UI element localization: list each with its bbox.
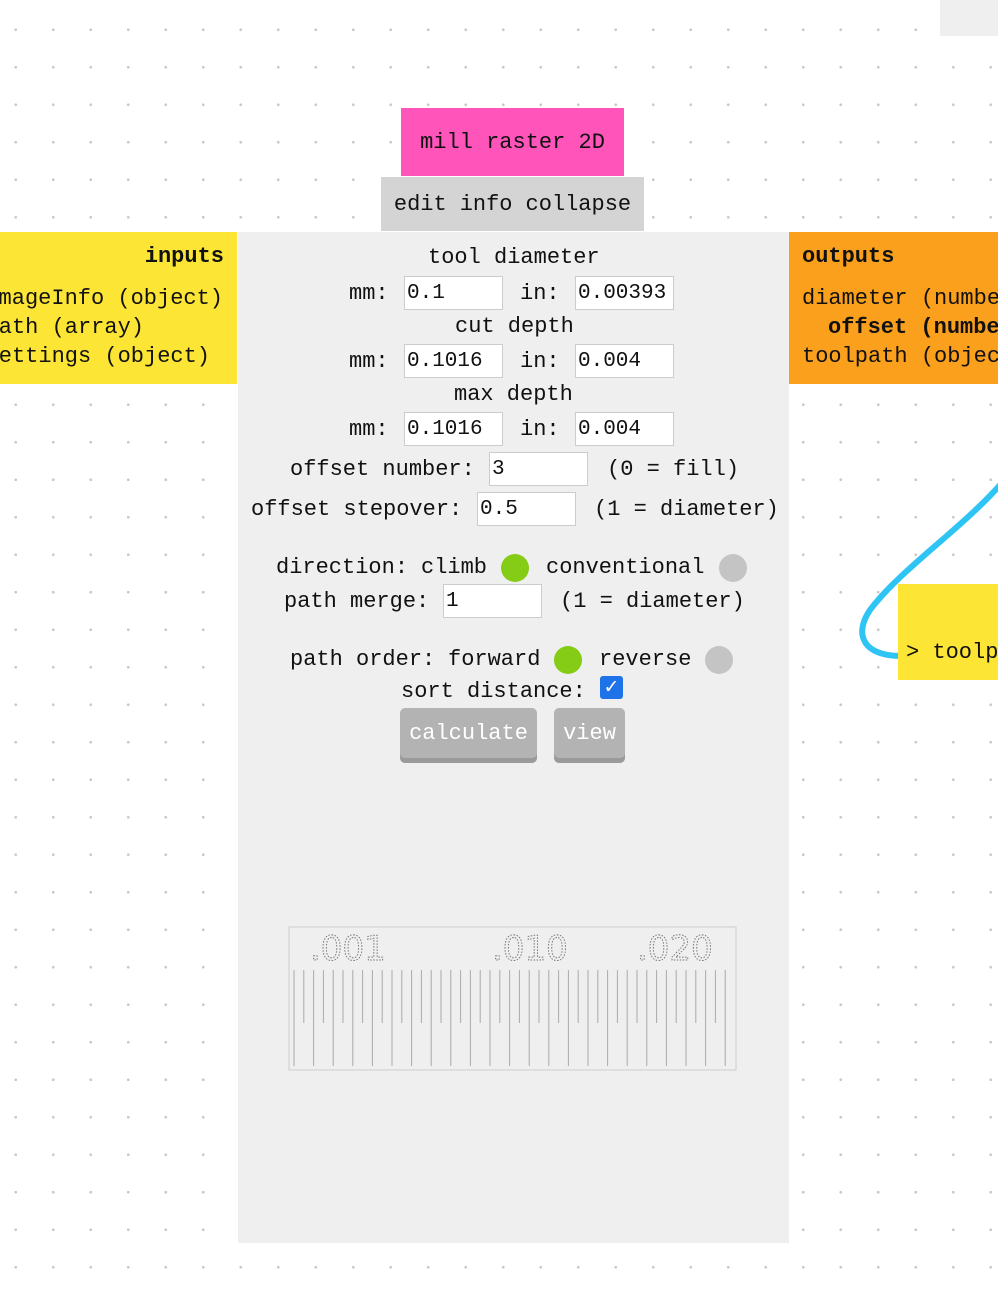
preview-label-020: .020 [637,929,713,969]
tool-diameter-label: tool diameter [428,245,600,270]
preview-label-010: .010 [492,929,568,969]
path-merge-hint: (1 = diameter) [560,589,745,614]
path-merge-label: path merge: [284,589,430,614]
output-port-toolpath[interactable]: toolpath (object) [802,344,998,369]
sort-distance-checkbox[interactable]: ✓ [600,676,623,699]
direction-climb-label: climb [421,555,488,580]
outputs-header: outputs [802,244,895,269]
max-depth-in-label: in: [520,417,560,442]
offset-stepover-hint: (1 = diameter) [594,497,779,522]
path-order-reverse-label: reverse [599,647,692,672]
cut-depth-in-label: in: [520,349,560,374]
path-order-forward-label: forward [448,647,541,672]
calculate-button[interactable]: calculate [400,708,537,758]
info-button[interactable]: info [459,191,513,217]
preview-border [288,926,737,1071]
cut-depth-in-input[interactable] [575,344,674,378]
input-port-path[interactable]: path (array) [0,315,144,340]
connected-node[interactable]: > toolpath [898,584,998,680]
tool-diameter-in-label: in: [520,281,560,306]
connection-wire [859,482,998,659]
tool-diameter-mm-label: mm: [349,281,389,306]
direction-label: direction: [276,555,409,580]
input-port-imageinfo[interactable]: imageInfo (object) [0,286,223,311]
max-depth-in-input[interactable] [575,412,674,446]
direction-conventional-radio[interactable] [719,554,747,582]
collapse-button[interactable]: collapse [525,191,632,217]
direction-climb-radio[interactable] [501,554,529,582]
view-button-label: view [563,720,616,746]
path-order-forward-radio[interactable] [554,646,582,674]
calculate-button-label: calculate [409,720,528,746]
offset-number-hint: (0 = fill) [607,457,740,482]
offset-number-label: offset number: [290,457,475,482]
toolpath-preview: .001 .010 .020 [288,926,737,1071]
cut-depth-mm-label: mm: [349,349,389,374]
path-order-label: path order: [290,647,436,672]
tool-diameter-mm-input[interactable] [404,276,503,310]
output-port-offset[interactable]: offset (number) [828,315,998,340]
tool-diameter-in-input[interactable] [575,276,674,310]
view-button[interactable]: view [554,708,625,758]
sort-distance-label: sort distance: [401,679,586,704]
direction-conventional-label: conventional [546,555,705,580]
cut-depth-mm-input[interactable] [404,344,503,378]
cut-depth-label: cut depth [455,314,574,339]
inputs-header: inputs [144,244,224,269]
node-fragment-top-right [940,0,998,36]
max-depth-label: max depth [454,382,573,407]
module-toolbar: edit info collapse [381,177,644,231]
max-depth-mm-label: mm: [349,417,389,442]
preview-label-001: .001 [310,929,386,969]
offset-stepover-label: offset stepover: [251,497,463,522]
module-title-text: mill raster 2D [420,129,605,155]
connected-node-label: > toolpath [906,640,998,665]
offset-number-input[interactable] [489,452,588,486]
input-port-settings[interactable]: settings (object) [0,344,210,369]
module-title[interactable]: mill raster 2D [401,108,624,176]
outputs-panel: outputs diameter (number) offset (number… [789,232,998,384]
edit-button[interactable]: edit [393,191,447,217]
checkmark-icon: ✓ [603,676,620,698]
inputs-panel: inputs imageInfo (object) path (array) s… [0,232,237,384]
offset-stepover-input[interactable] [477,492,576,526]
max-depth-mm-input[interactable] [404,412,503,446]
path-order-reverse-radio[interactable] [705,646,733,674]
path-merge-input[interactable] [443,584,542,618]
output-port-diameter[interactable]: diameter (number) [802,286,998,311]
